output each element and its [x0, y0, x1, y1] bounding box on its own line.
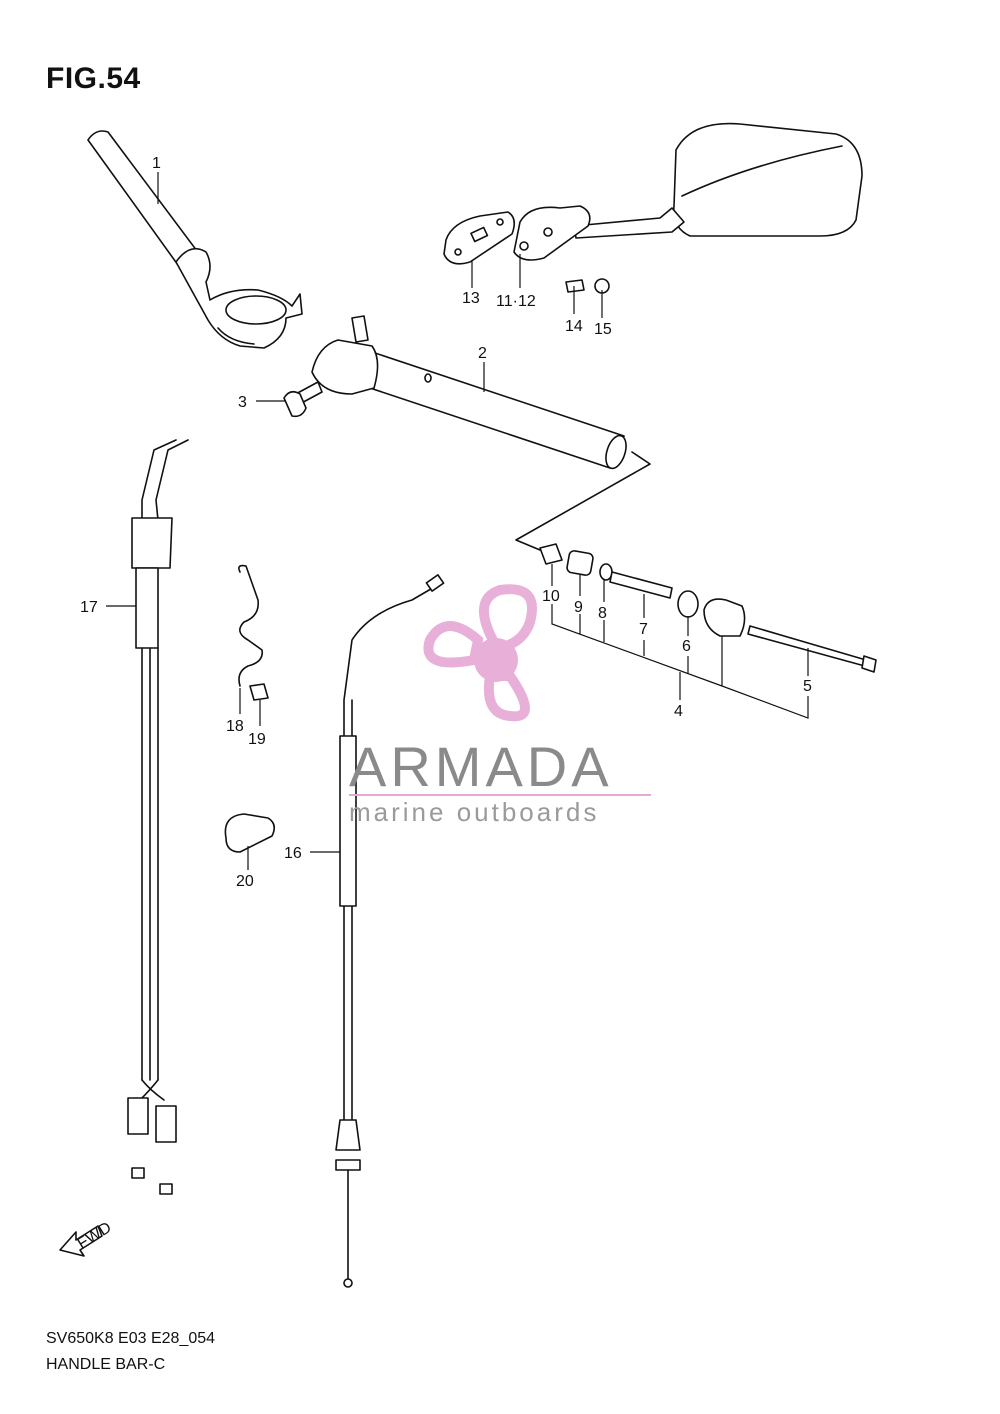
callout-3: 3	[238, 394, 247, 411]
figure-subtitle: HANDLE BAR-C	[46, 1356, 166, 1373]
left-handlebar	[87, 130, 303, 349]
fwd-arrow-icon: FWD	[59, 1219, 115, 1257]
callout-6: 6	[682, 638, 691, 655]
figure-code: SV650K8 E03 E28_054	[46, 1330, 216, 1347]
callout-18: 18	[226, 718, 244, 735]
clamp-parts	[224, 564, 276, 853]
callout-19: 19	[248, 731, 266, 748]
right-handlebar	[311, 315, 627, 470]
callout-labels: 1 2 3 4 5 6 7 8 9 10 11·12 13 14 15 16 1…	[80, 155, 812, 890]
callout-9: 9	[574, 599, 583, 616]
callout-16: 16	[284, 845, 302, 862]
callout-13: 13	[462, 290, 480, 307]
propeller-logo-icon	[423, 584, 537, 722]
callout-1: 1	[152, 155, 161, 172]
bolt-part-3	[283, 381, 323, 418]
bar-end-weight-parts	[515, 451, 877, 673]
callout-5: 5	[803, 678, 812, 695]
callout-4: 4	[674, 703, 683, 720]
figure-title: FIG.54	[46, 62, 141, 95]
callout-14: 14	[565, 318, 583, 335]
leader-lines	[106, 172, 809, 870]
callout-8: 8	[598, 605, 607, 622]
watermark-divider	[349, 794, 651, 796]
callout-15: 15	[594, 321, 612, 338]
callout-20: 20	[236, 873, 254, 890]
clutch-cable-part-16	[335, 574, 445, 1288]
callout-11-12: 11·12	[496, 293, 536, 310]
callout-2: 2	[478, 345, 487, 362]
watermark-tagline: marine outboards	[349, 797, 600, 827]
callout-10: 10	[542, 588, 560, 605]
mirror-assembly	[443, 122, 863, 294]
fwd-label: FWD	[75, 1219, 115, 1253]
callout-17: 17	[80, 599, 98, 616]
throttle-cables-part-17	[127, 439, 189, 1195]
callout-7: 7	[639, 621, 648, 638]
watermark-brand: ARMADA	[349, 735, 613, 798]
